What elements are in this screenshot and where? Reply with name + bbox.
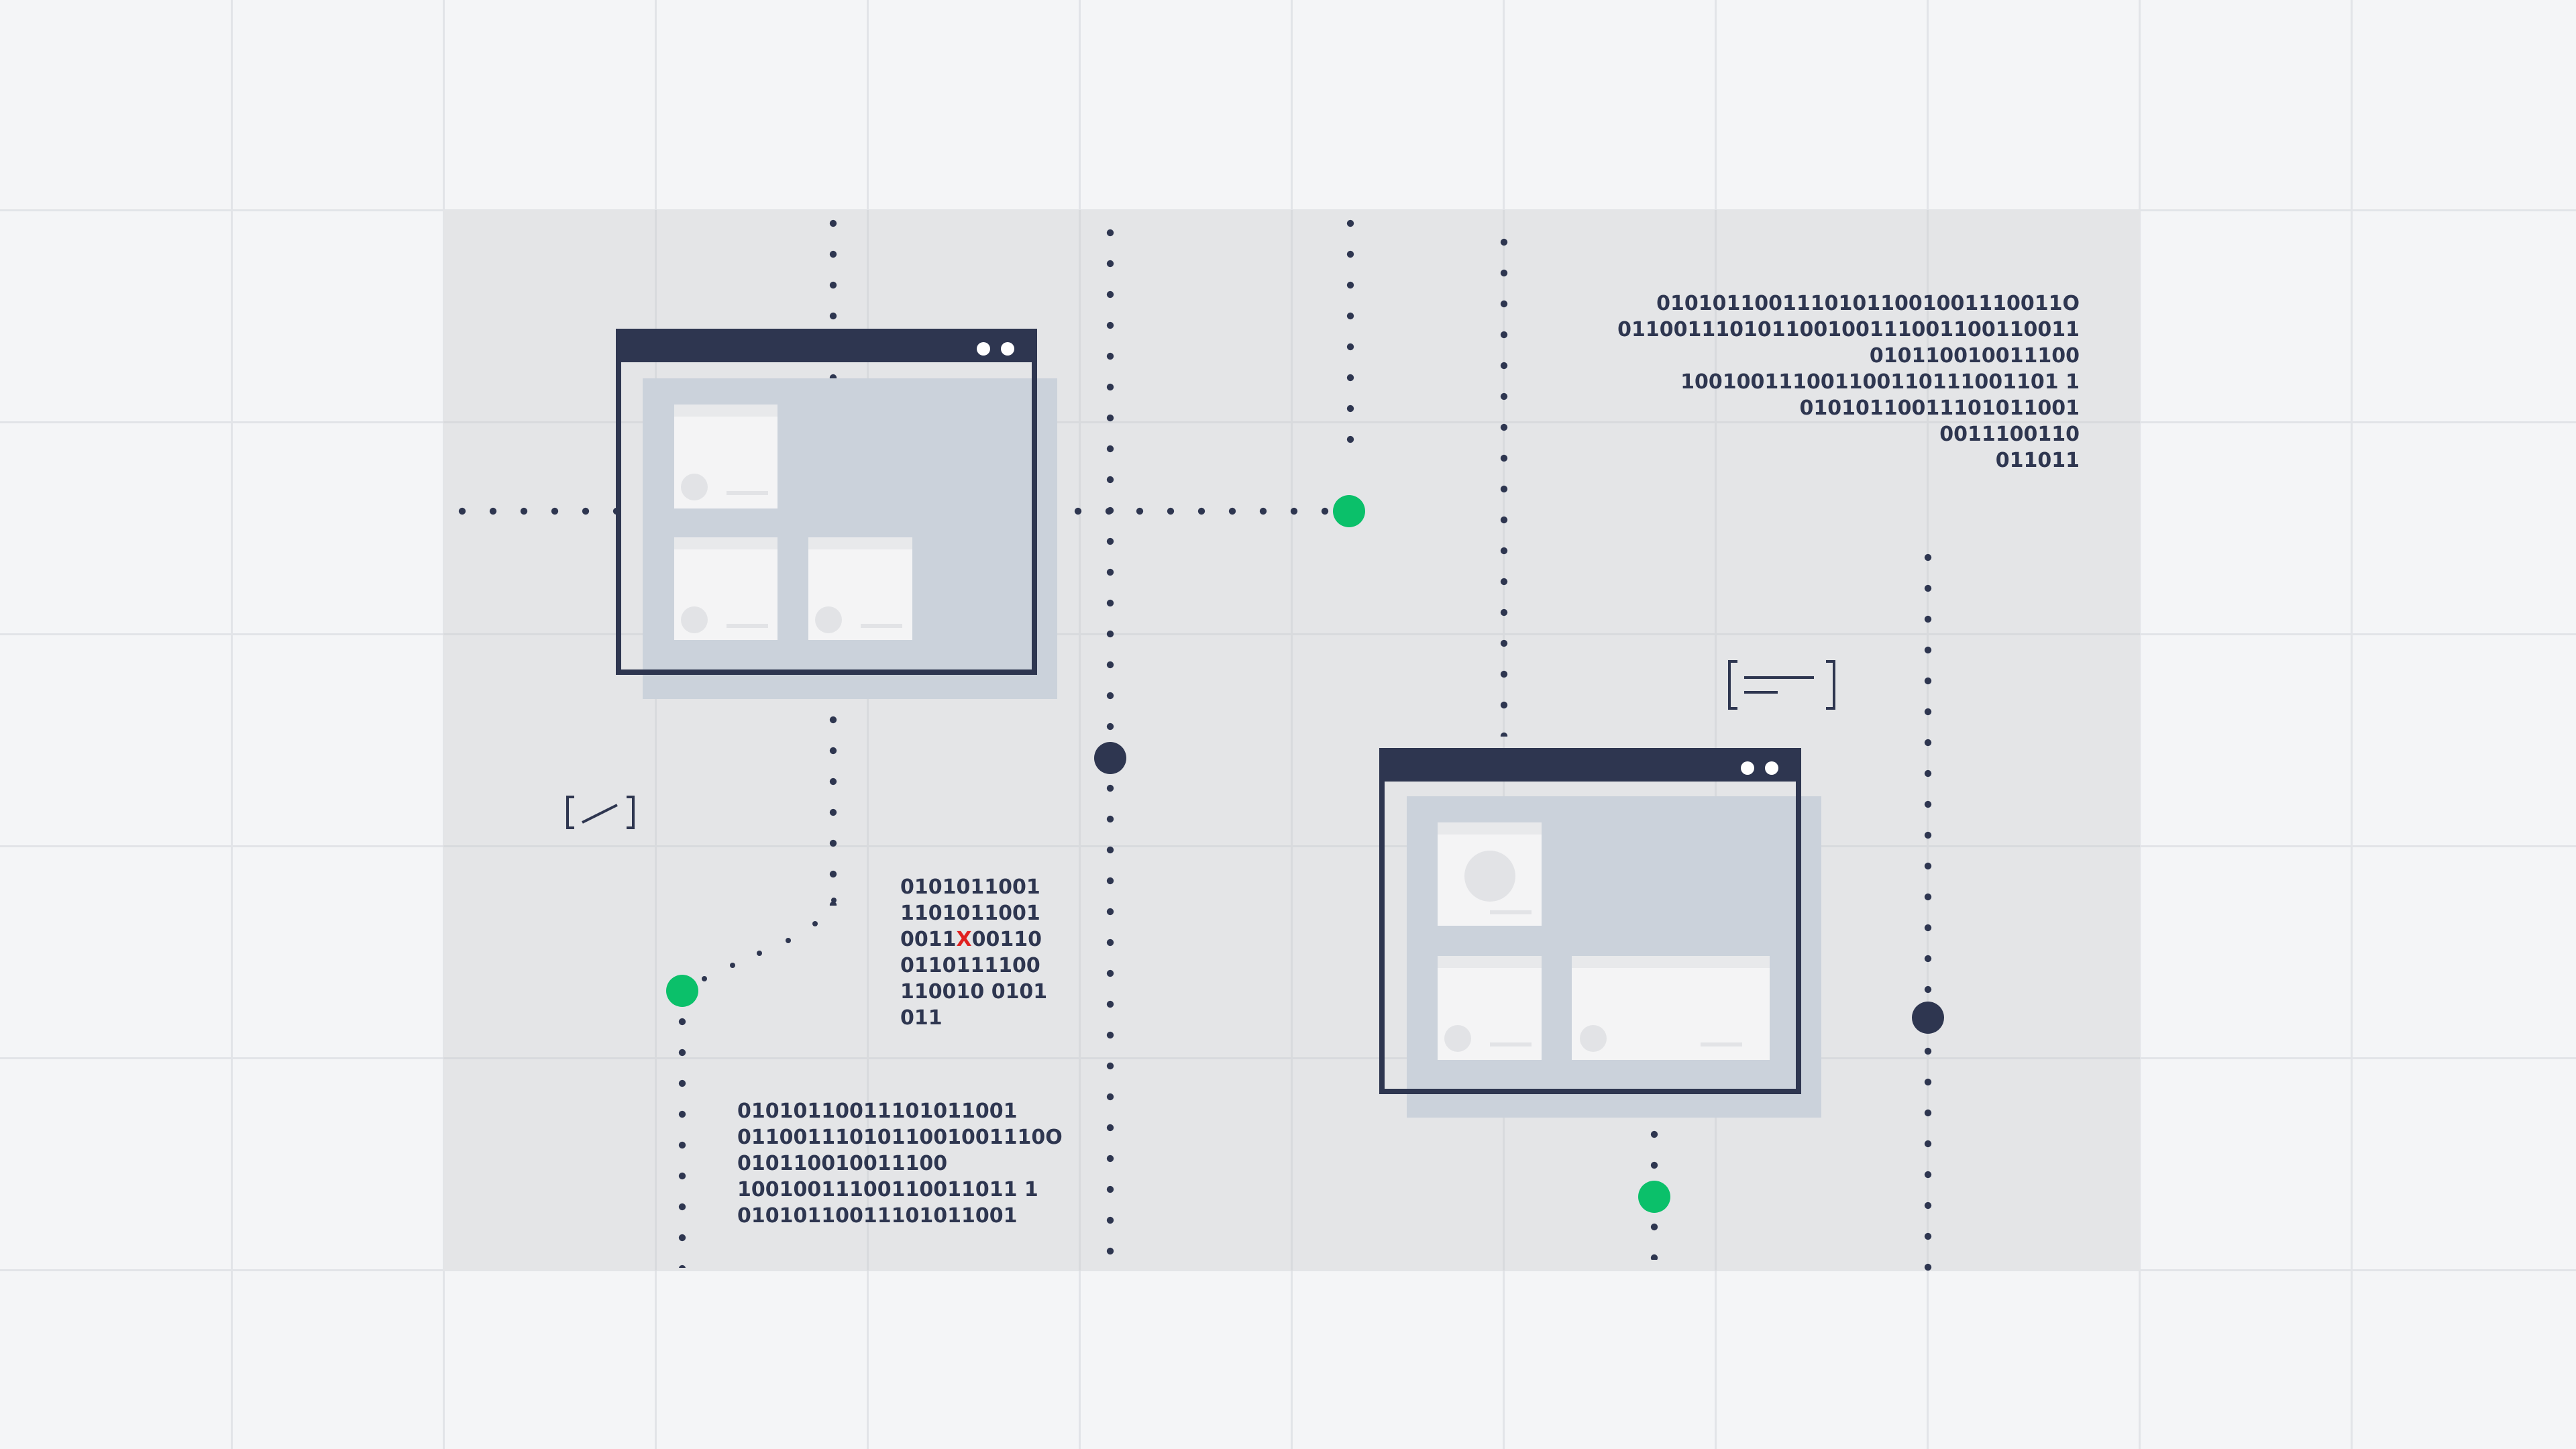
grid-line (443, 421, 2140, 423)
binary-line: 1101011001 (900, 902, 1040, 925)
card-header (674, 537, 777, 549)
card-header (1438, 956, 1542, 968)
binary-segment: 0011 (900, 928, 957, 951)
navy-node (1094, 742, 1126, 774)
green-node (666, 975, 698, 1007)
card-header (1572, 956, 1770, 968)
grid-line (443, 633, 2140, 635)
binary-line: 011 (900, 1006, 943, 1030)
content-card (674, 537, 777, 640)
binary-line: 011011 (1995, 449, 2080, 472)
binary-line: 10010011100110011011 1 (737, 1178, 1038, 1201)
text-placeholder (1490, 910, 1532, 914)
dotted-line-vertical (1500, 227, 1508, 737)
content-card-wide (1572, 956, 1770, 1060)
binary-line: 011001110101100100111001100110011 (1617, 318, 2080, 341)
avatar-placeholder (681, 606, 708, 633)
grid-line (2351, 0, 2353, 1449)
dotted-line-horizontal (447, 507, 621, 515)
window-titlebar (1385, 753, 1796, 782)
navy-node (1912, 1002, 1944, 1034)
avatar-placeholder (1444, 1025, 1471, 1052)
card-header (808, 537, 912, 549)
dotted-line-vertical (829, 704, 837, 906)
connector-dot (702, 976, 707, 981)
binary-line: 0110111100 (900, 954, 1040, 977)
grid-line (1291, 210, 1293, 1271)
card-header (1438, 822, 1542, 835)
text-placeholder (727, 624, 768, 628)
dotted-line-horizontal (1063, 507, 1344, 515)
connector-dot (730, 963, 735, 968)
card-header (674, 405, 777, 417)
avatar-placeholder (1464, 851, 1515, 902)
connector-dot (831, 898, 837, 903)
binary-block-top-right: 01010110011101011001001110011O 0110011101… (1617, 290, 2080, 474)
binary-segment: 00110 (971, 928, 1042, 951)
dotted-line-vertical (1106, 217, 1114, 1264)
binary-line: 0011X00110 (900, 926, 1047, 953)
dotted-line-vertical (678, 1006, 686, 1268)
avatar-placeholder (681, 474, 708, 500)
grid-line (1503, 210, 1505, 1271)
binary-line: 010110010011100 (737, 1152, 948, 1175)
connector-dot (786, 938, 791, 943)
content-card (674, 405, 777, 508)
highlighted-bit: X (956, 928, 972, 951)
dotted-line-vertical (1924, 542, 1932, 1273)
window-control-dot (1765, 761, 1778, 775)
grid-line (231, 0, 233, 1449)
grid-line (867, 210, 869, 1271)
text-placeholder (1701, 1042, 1742, 1046)
text-placeholder (1490, 1042, 1532, 1046)
avatar-placeholder (815, 606, 842, 633)
grid-line (443, 1057, 2140, 1059)
grid-line (1715, 210, 1717, 1271)
bracket-slash-icon (566, 796, 635, 829)
binary-line: 01010110011101011001 (737, 1099, 1018, 1123)
binary-line: 0110011101011001001110O (737, 1126, 1063, 1149)
text-placeholder (861, 624, 902, 628)
grid-line (1079, 210, 1081, 1271)
binary-line: 01010110011101011001001110011O (1656, 292, 2080, 315)
window-control-dot (1001, 342, 1014, 356)
binary-line: 110010 0101 (900, 980, 1048, 1004)
binary-block-bottom: 01010110011101011001 01100111010110010011… (737, 1098, 1063, 1229)
window-control-dot (1741, 761, 1754, 775)
browser-window (616, 329, 1037, 675)
connector-dot (812, 921, 818, 926)
content-card (1438, 822, 1542, 926)
avatar-placeholder (1580, 1025, 1607, 1052)
dotted-line-vertical (1346, 208, 1354, 449)
binary-line: 01010110011101011001 (1799, 396, 2080, 420)
text-placeholder (727, 491, 768, 495)
window-titlebar (621, 334, 1032, 362)
grid-line (655, 210, 657, 1271)
binary-line: 010110010011100 (1869, 344, 2080, 368)
browser-window (1379, 748, 1801, 1094)
binary-line: 0011100110 (1939, 423, 2080, 446)
green-node (1638, 1181, 1670, 1213)
window-control-dot (977, 342, 990, 356)
grid-line (443, 845, 2140, 847)
binary-line: 01010110011101011001 (737, 1204, 1018, 1228)
binary-line: 0101011001 (900, 875, 1040, 899)
connector-dot (757, 951, 762, 956)
content-card (808, 537, 912, 640)
binary-line: 100100111001100110111001101 1 (1680, 370, 2080, 394)
bracket-lines-icon (1728, 660, 1835, 710)
green-node (1333, 495, 1365, 527)
content-card (1438, 956, 1542, 1060)
